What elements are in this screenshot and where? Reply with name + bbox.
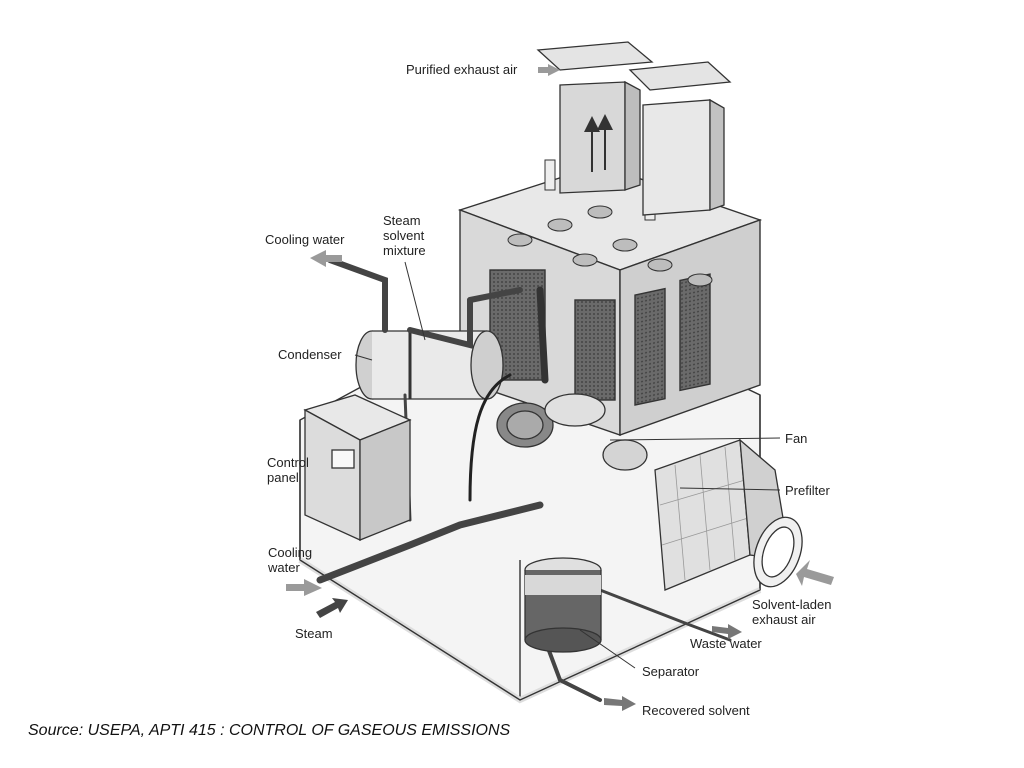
label-fan: Fan — [785, 431, 808, 446]
arrow-cooling-water-in — [286, 579, 322, 596]
control-panel — [303, 394, 412, 542]
label-control-panel-line-1: Control — [267, 455, 309, 470]
label-steam-solvent-mixture-line-1: Steam — [383, 213, 421, 228]
arrow-solvent-laden-air — [796, 560, 834, 586]
label-condenser: Condenser — [278, 347, 342, 362]
arrow-purified-air — [538, 64, 560, 76]
label-cooling-water-out: Cooling water — [265, 232, 345, 247]
label-purified-exhaust-air: Purified exhaust air — [406, 62, 518, 77]
label-cooling-water-in: Cooling water — [268, 545, 328, 575]
label-waste-water: Waste water — [690, 636, 762, 651]
arrow-steam — [316, 598, 348, 618]
label-steam: Steam — [295, 626, 333, 641]
label-steam-solvent-mixture-line-2: solvent — [383, 228, 425, 243]
flow-arrows — [286, 64, 834, 711]
arrow-cooling-water-out — [310, 250, 342, 267]
fan — [496, 393, 648, 471]
label-recovered-solvent: Recovered solvent — [642, 703, 750, 718]
leader-lines — [354, 261, 781, 669]
label-control-panel: Control panel — [267, 455, 327, 485]
source-caption: Source: USEPA, APTI 415 : CONTROL OF GAS… — [28, 722, 511, 739]
label-solvent-laden-line-2: exhaust air — [752, 612, 816, 627]
label-separator: Separator — [642, 664, 700, 679]
arrow-waste-water — [712, 624, 742, 639]
label-cooling-water-in-line-1: Cooling — [268, 545, 313, 560]
exhaust-stacks — [536, 41, 732, 216]
label-control-panel-line-2: panel — [267, 470, 299, 485]
condenser — [355, 330, 504, 400]
label-cooling-water-in-line-2: water — [268, 560, 300, 575]
arrow-recovered-solvent — [604, 696, 636, 711]
separator — [524, 557, 602, 653]
label-steam-solvent-mixture: Steam solvent mixture — [383, 213, 443, 258]
label-solvent-laden-exhaust-air: Solvent-laden exhaust air — [752, 597, 852, 627]
prefilter — [654, 438, 803, 591]
piping — [316, 257, 732, 702]
label-prefilter: Prefilter — [785, 483, 830, 498]
label-solvent-laden-line-1: Solvent-laden — [752, 597, 832, 612]
label-steam-solvent-mixture-line-3: mixture — [383, 243, 426, 258]
